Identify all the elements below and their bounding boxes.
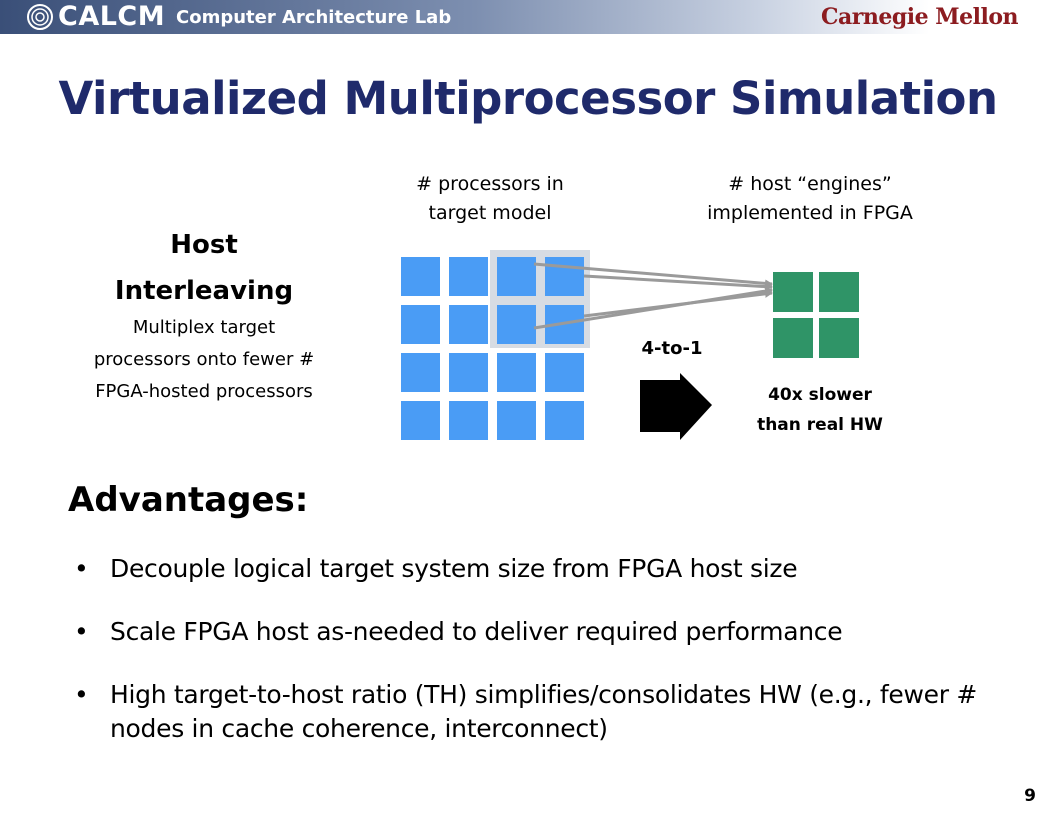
brand-name: CALCM bbox=[58, 1, 166, 32]
header-banner: CALCM Computer Architecture Lab Carnegie… bbox=[0, 0, 1056, 34]
host-engines-label-line2: implemented in FPGA bbox=[707, 202, 913, 224]
host-engines-label: # host “engines” implemented in FPGA bbox=[668, 170, 952, 228]
list-item: • High target-to-host ratio (TH) simplifi… bbox=[68, 678, 1028, 746]
bullet-icon: • bbox=[74, 617, 89, 646]
calcm-logo-icon bbox=[27, 4, 53, 30]
slowdown-line2: than real HW bbox=[757, 415, 883, 435]
processors-label: # processors in target model bbox=[375, 170, 605, 228]
target-processor-6 bbox=[449, 305, 488, 344]
host-desc-line1: Multiplex target bbox=[132, 317, 276, 338]
bullet-text: Decouple logical target system size from… bbox=[110, 554, 798, 583]
slide-title: Virtualized Multiprocessor Simulation bbox=[58, 72, 998, 125]
target-processor-10 bbox=[449, 353, 488, 392]
host-desc-line2: processors onto fewer # bbox=[93, 349, 315, 370]
advantages-list: • Decouple logical target system size fro… bbox=[68, 552, 1028, 775]
target-processor-16 bbox=[545, 401, 584, 440]
university-logo: Carnegie Mellon bbox=[821, 4, 1018, 30]
bullet-text: Scale FPGA host as-needed to deliver req… bbox=[110, 617, 843, 646]
host-interleaving-description: Multiplex target processors onto fewer #… bbox=[56, 312, 352, 408]
target-processor-15 bbox=[497, 401, 536, 440]
target-processor-7 bbox=[497, 305, 536, 344]
target-processor-grid bbox=[401, 257, 584, 440]
bullet-text: High target-to-host ratio (TH) simplifie… bbox=[110, 680, 977, 743]
host-title-line2: Interleaving bbox=[114, 276, 294, 306]
big-arrow-icon bbox=[640, 373, 712, 440]
host-interleaving-title: Host Interleaving bbox=[62, 222, 346, 314]
host-engine-4 bbox=[819, 318, 859, 358]
target-processor-12 bbox=[545, 353, 584, 392]
mapping-arrow-1 bbox=[533, 262, 773, 288]
mapping-arrow-4 bbox=[583, 289, 773, 318]
host-engine-1 bbox=[773, 272, 813, 312]
target-processor-9 bbox=[401, 353, 440, 392]
target-processor-2 bbox=[449, 257, 488, 296]
host-title-line1: Host bbox=[170, 230, 238, 260]
slowdown-line1: 40x slower bbox=[768, 385, 872, 405]
target-processor-13 bbox=[401, 401, 440, 440]
target-processor-11 bbox=[497, 353, 536, 392]
ratio-label: 4-to-1 bbox=[641, 338, 703, 359]
processors-label-line1: # processors in bbox=[416, 173, 564, 195]
target-processor-1 bbox=[401, 257, 440, 296]
host-engine-2 bbox=[819, 272, 859, 312]
target-processor-3 bbox=[497, 257, 536, 296]
mapping-arrow-2 bbox=[583, 274, 773, 291]
advantages-heading: Advantages: bbox=[68, 480, 309, 520]
page-number: 9 bbox=[1024, 786, 1036, 806]
target-processor-14 bbox=[449, 401, 488, 440]
mapping-arrows bbox=[533, 262, 773, 330]
list-item: • Scale FPGA host as-needed to deliver re… bbox=[68, 615, 1028, 649]
target-processor-5 bbox=[401, 305, 440, 344]
host-desc-line3: FPGA-hosted processors bbox=[95, 381, 313, 402]
list-item: • Decouple logical target system size fro… bbox=[68, 552, 1028, 586]
slowdown-label: 40x slower than real HW bbox=[742, 380, 898, 440]
target-processor-4 bbox=[545, 257, 584, 296]
processors-label-line2: target model bbox=[428, 202, 552, 224]
host-engine-grid bbox=[773, 272, 859, 358]
lab-name: Computer Architecture Lab bbox=[176, 7, 452, 28]
bullet-icon: • bbox=[74, 554, 89, 583]
host-engines-label-line1: # host “engines” bbox=[728, 173, 892, 195]
host-engine-3 bbox=[773, 318, 813, 358]
bullet-icon: • bbox=[74, 680, 89, 709]
